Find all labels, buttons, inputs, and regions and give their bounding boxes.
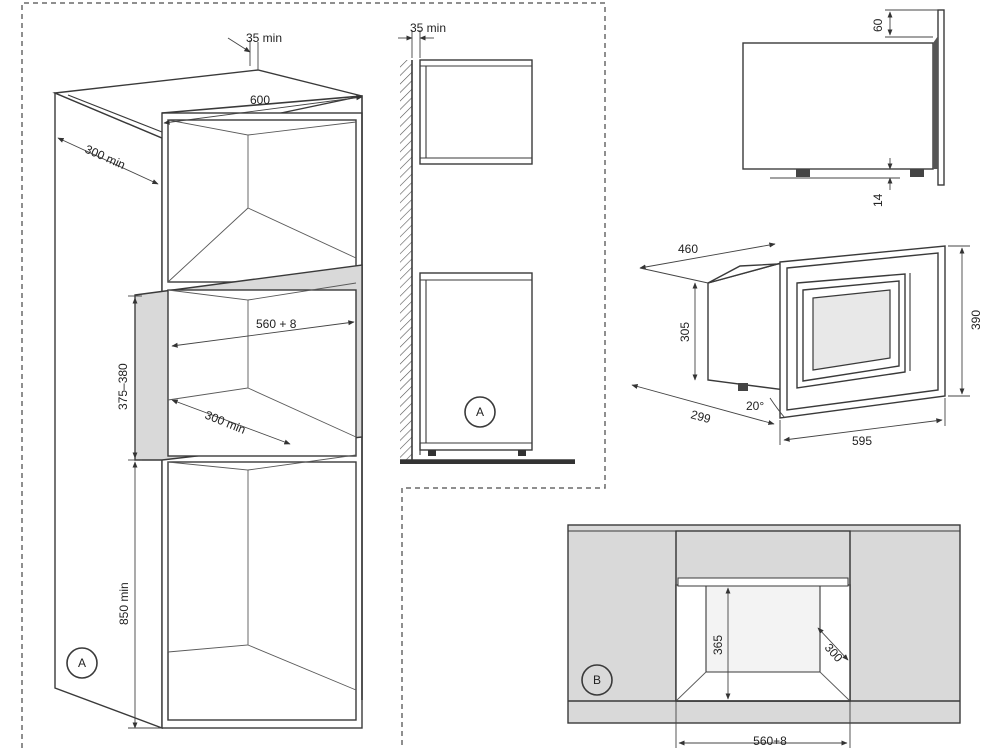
front-niche-lintel xyxy=(677,577,849,587)
side-foot-2 xyxy=(518,450,526,456)
front-persp-4 xyxy=(819,671,851,702)
cab-600-label: 600 xyxy=(250,93,270,107)
oven-460-ext xyxy=(639,267,709,284)
top-14-label: 14 xyxy=(871,193,885,207)
front-marker-circle xyxy=(581,664,613,696)
mw-side-foot-2 xyxy=(910,169,924,177)
frame-cabinet-panel xyxy=(21,2,606,748)
floor-thick xyxy=(400,460,575,464)
mw-foot xyxy=(738,383,748,391)
cab-marker-a: A xyxy=(78,656,86,670)
mw-side-front-panel xyxy=(937,9,945,186)
mw-side-foot-1 xyxy=(796,169,810,177)
microwave-perspective: 460 305 390 299 20° 595 xyxy=(631,242,983,448)
wall-hatch xyxy=(400,60,412,460)
side-marker-circle xyxy=(464,396,496,428)
cab-850min-label: 850 min xyxy=(117,582,131,625)
oven-460-label: 460 xyxy=(678,242,698,256)
mw-body-side xyxy=(707,261,786,391)
oven-299-label: 299 xyxy=(689,407,712,426)
upper-compartment xyxy=(167,119,357,283)
mw-door-window xyxy=(812,289,891,371)
cab-300shelf-dim xyxy=(171,399,291,445)
lower-floor-line xyxy=(247,644,357,691)
cabinet-top-edge xyxy=(67,94,163,133)
mw-side-body xyxy=(742,42,934,170)
cab-600-dim xyxy=(163,95,363,125)
side-35min-label: 35 min xyxy=(410,21,446,35)
front-marker-b: B xyxy=(593,673,601,687)
oven-20deg-label: 20° xyxy=(746,399,764,413)
lower-back-top xyxy=(247,454,357,471)
dashed-frames xyxy=(21,2,606,748)
side-lower-cabinet xyxy=(419,272,533,451)
side-view: 35 min A xyxy=(398,21,575,464)
mw-side-bracket xyxy=(933,36,938,169)
front-persp-3 xyxy=(675,671,707,702)
front-installation: 365 300 560+8 B xyxy=(567,524,961,748)
front-365-label: 365 xyxy=(711,635,725,655)
side-marker-a: A xyxy=(476,405,484,419)
side-upper-cabinet xyxy=(419,59,533,165)
cab-300min-dim xyxy=(57,137,159,185)
niche-floor-line xyxy=(247,387,357,438)
front-niche-back xyxy=(705,584,821,673)
cab-35min-label: 35 min xyxy=(246,31,282,45)
cab-35-arrow xyxy=(227,37,251,53)
cab-560-dim xyxy=(171,320,355,348)
oven-390-label: 390 xyxy=(969,310,983,330)
upper-compartment-back xyxy=(167,119,249,283)
oven-595-label: 595 xyxy=(852,434,872,448)
upper-shelf-line xyxy=(247,207,357,259)
tall-cabinet: 35 min 600 300 min 560 + 8 375–380 300 m… xyxy=(52,31,363,730)
cab-375-380-label: 375–380 xyxy=(116,363,130,410)
oven-595-dim xyxy=(783,418,943,442)
lower-compartment xyxy=(167,461,357,721)
lower-compartment-back xyxy=(167,461,249,653)
side-foot-1 xyxy=(428,450,436,456)
cab-560-8-label: 560 + 8 xyxy=(256,317,297,331)
microwave-niche xyxy=(167,289,357,457)
oven-299-dim xyxy=(631,384,775,425)
oven-angle-arc xyxy=(769,397,786,419)
microwave-side-view: 60 14 xyxy=(742,9,945,207)
front-560-8-label: 560+8 xyxy=(753,734,787,748)
niche-back-top xyxy=(247,282,357,301)
oven-460-dim xyxy=(639,242,776,270)
top-60-label: 60 xyxy=(871,18,885,32)
front-300-dim xyxy=(817,627,849,661)
cab-marker-circle xyxy=(66,647,98,679)
oven-305-label: 305 xyxy=(678,322,692,342)
